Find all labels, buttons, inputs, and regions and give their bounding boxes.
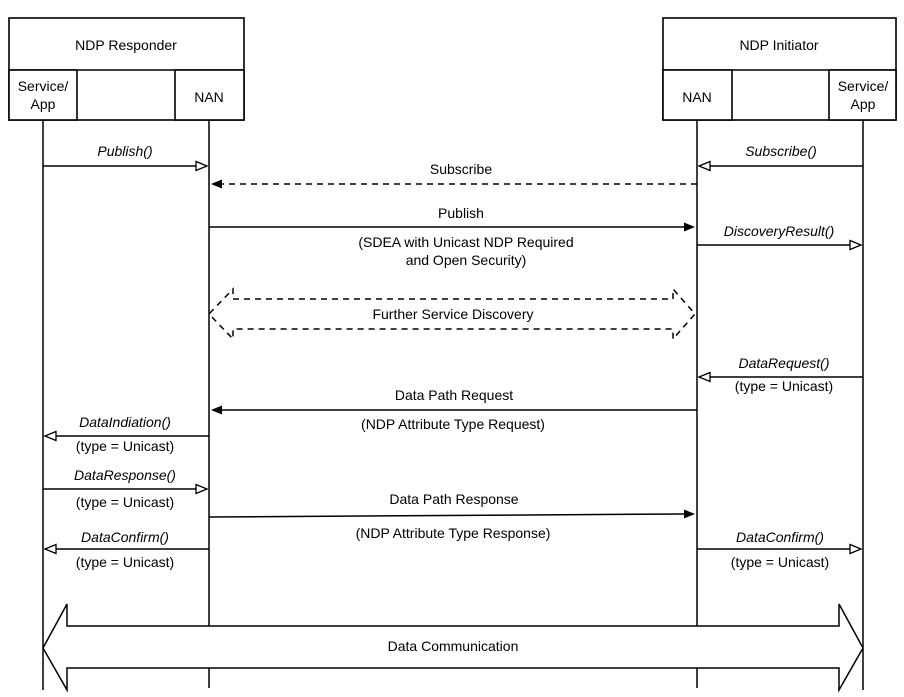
responder-service-app-line2: App (31, 96, 56, 112)
msg-subscribe-call: Subscribe() (697, 143, 863, 172)
msg-data-path-response: Data Path Response (NDP Attribute Type R… (208, 491, 695, 541)
responder-title: NDP Responder (75, 37, 177, 53)
msg-subscribe-frame: Subscribe (211, 161, 697, 189)
msg-data-indication: DataIndiation() (type = Unicast) (43, 414, 209, 454)
label-data-response-type: (type = Unicast) (76, 494, 174, 510)
msg-discovery-result: DiscoveryResult() (697, 223, 863, 251)
msg-data-request: DataRequest() (type = Unicast) (697, 355, 863, 394)
data-communication-arrow: Data Communication (42, 603, 864, 693)
arrowhead-open (195, 160, 209, 172)
label-data-path-response: Data Path Response (389, 491, 518, 507)
label-data-indication-type: (type = Unicast) (76, 438, 174, 454)
label-discovery-result: DiscoveryResult() (724, 223, 834, 239)
label-data-path-request: Data Path Request (395, 387, 513, 403)
initiator-nan-label: NAN (682, 89, 712, 105)
initiator-title: NDP Initiator (739, 37, 818, 53)
label-subscribe-frame: Subscribe (430, 161, 492, 177)
arrowhead-open (43, 543, 57, 555)
label-data-response: DataResponse() (74, 467, 176, 483)
responder-group: NDP Responder Service/ App NAN (8, 17, 245, 121)
label-data-confirm-left: DataConfirm() (81, 529, 169, 545)
further-service-discovery-arrow: Further Service Discovery (207, 287, 696, 341)
label-publish-frame: Publish (438, 205, 484, 221)
arrowhead-filled (684, 509, 695, 519)
label-data-request: DataRequest() (738, 355, 829, 371)
msg-data-confirm-right: DataConfirm() (type = Unicast) (697, 529, 863, 570)
label-data-indication: DataIndiation() (79, 414, 171, 430)
msg-data-response: DataResponse() (type = Unicast) (43, 467, 209, 510)
label-data-communication: Data Communication (388, 638, 519, 654)
arrowhead-filled (684, 222, 695, 232)
responder-nan-label: NAN (194, 89, 224, 105)
arrowhead-filled (211, 405, 222, 415)
label-further-discovery: Further Service Discovery (372, 306, 533, 322)
label-publish-note-1: (SDEA with Unicast NDP Required (358, 234, 573, 250)
label-subscribe-call: Subscribe() (745, 143, 817, 159)
arrowhead-open (43, 430, 57, 442)
msg-publish-call: Publish() (43, 143, 209, 172)
initiator-group: NDP Initiator NAN Service/ App (662, 17, 897, 121)
arrowhead-open (697, 371, 711, 383)
label-data-confirm-left-type: (type = Unicast) (76, 554, 174, 570)
initiator-service-app-line1: Service/ (838, 78, 889, 94)
responder-service-app-box (8, 69, 78, 121)
label-data-confirm-right-type: (type = Unicast) (731, 554, 829, 570)
label-publish-note-2: and Open Security) (406, 252, 527, 268)
label-data-request-type: (type = Unicast) (735, 378, 833, 394)
label-data-path-request-note: (NDP Attribute Type Request) (361, 416, 545, 432)
label-publish-call: Publish() (97, 143, 152, 159)
initiator-service-app-box (828, 69, 897, 121)
label-data-path-response-note: (NDP Attribute Type Response) (356, 525, 551, 541)
arrowhead-open (849, 239, 863, 251)
arrowhead-filled (211, 179, 222, 189)
initiator-nan-box (662, 69, 733, 121)
msg-data-path-request: Data Path Request (NDP Attribute Type Re… (211, 387, 697, 432)
arrowhead-open (849, 543, 863, 555)
arrowhead-open (195, 483, 209, 495)
msg-publish-frame: Publish (SDEA with Unicast NDP Required … (209, 205, 695, 268)
label-data-confirm-right: DataConfirm() (736, 529, 824, 545)
arrowhead-open (697, 160, 711, 172)
responder-service-app-line1: Service/ (18, 78, 69, 94)
initiator-service-app-line2: App (851, 96, 876, 112)
msg-data-confirm-left: DataConfirm() (type = Unicast) (43, 529, 209, 570)
